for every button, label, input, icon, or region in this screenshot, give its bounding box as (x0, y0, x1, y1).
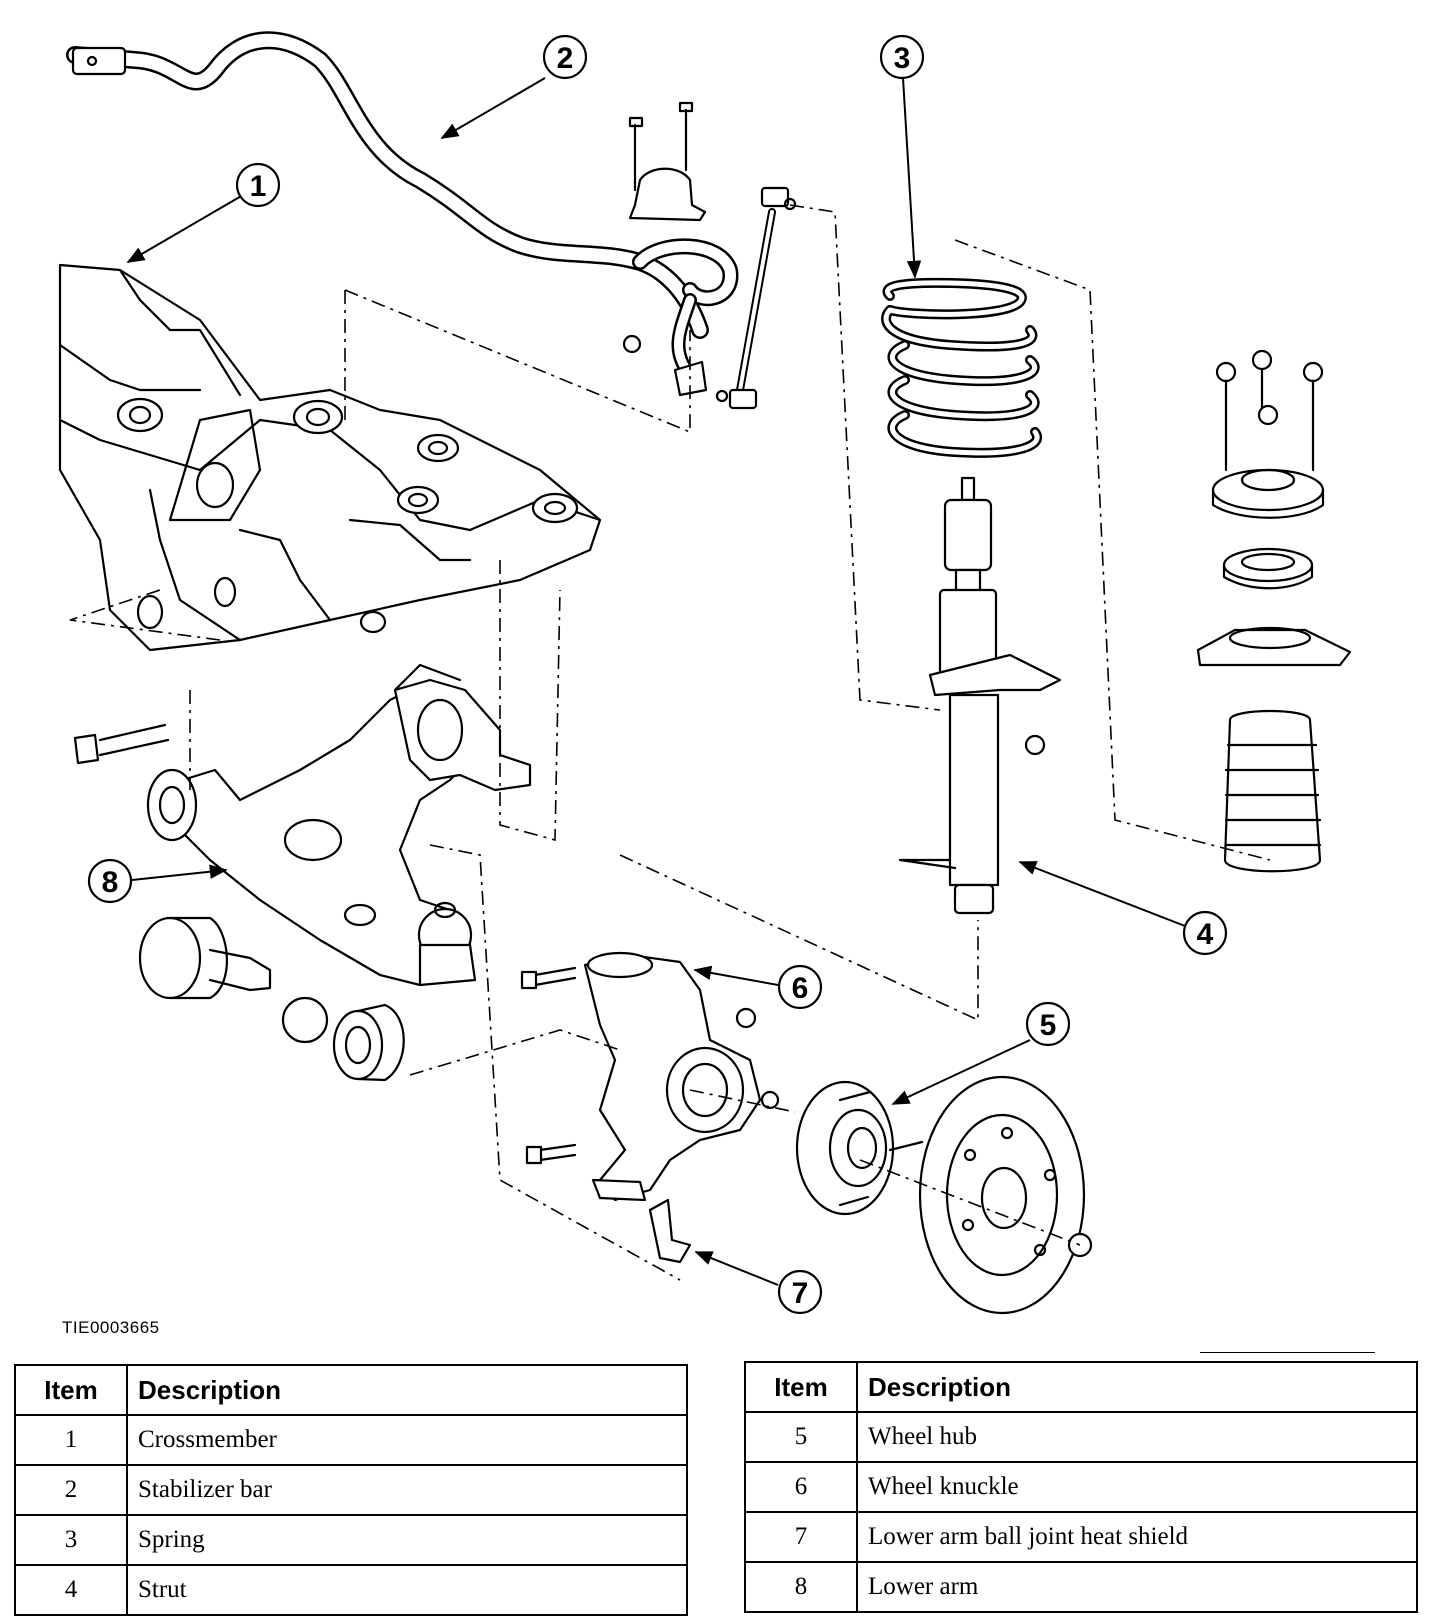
item-column-header: Item (744, 1361, 858, 1413)
callout-7: 7 (777, 1269, 823, 1315)
crossmember-drawing (58, 263, 602, 652)
item-number: 7 (744, 1511, 858, 1563)
item-number: 3 (14, 1514, 128, 1566)
strut-drawing (898, 476, 1062, 915)
item-number: 1 (14, 1414, 128, 1466)
item-column-header: Item (14, 1364, 128, 1416)
description-column-header: Description (126, 1364, 688, 1416)
callout-5: 5 (1025, 1001, 1071, 1047)
description-column-header: Description (856, 1361, 1418, 1413)
callout-2-label: 2 (557, 42, 574, 75)
brake-disc-drawing (918, 1075, 1093, 1315)
callout-leaders (126, 77, 1186, 1286)
callout-3-label: 3 (894, 42, 911, 75)
callout-8: 8 (87, 858, 133, 904)
table-row: 7 Lower arm ball joint heat shield (744, 1511, 1418, 1563)
item-number: 5 (744, 1411, 858, 1463)
callout-leader-7 (694, 1251, 779, 1286)
figure-id: TIE0003665 (62, 1318, 160, 1337)
table-header-row: Item Description (744, 1361, 1418, 1413)
item-number: 2 (14, 1464, 128, 1516)
callout-leader-3 (902, 77, 922, 279)
legend-table-left: Item Description 1 Crossmember 2 Stabili… (14, 1364, 688, 1616)
callout-3: 3 (879, 34, 925, 80)
callout-leader-8 (131, 864, 228, 881)
callout-leader-6 (693, 965, 779, 986)
callout-leader-2 (440, 77, 546, 139)
callout-1: 1 (235, 162, 281, 208)
callout-8-label: 8 (102, 866, 119, 899)
table-row: 1 Crossmember (14, 1414, 688, 1466)
callout-2: 2 (542, 34, 588, 80)
callout-6: 6 (777, 964, 823, 1010)
callout-leader-1 (126, 194, 244, 263)
item-description: Spring (126, 1514, 688, 1566)
item-description: Wheel knuckle (856, 1461, 1418, 1513)
item-description: Strut (126, 1564, 688, 1616)
item-description: Crossmember (126, 1414, 688, 1466)
table-row: 5 Wheel hub (744, 1411, 1418, 1463)
table-row: 2 Stabilizer bar (14, 1464, 688, 1516)
strut-mount-drawing (1196, 349, 1352, 873)
stabilizer-bar-drawing (66, 31, 739, 397)
callout-5-label: 5 (1040, 1009, 1057, 1042)
divider-rule (1200, 1352, 1375, 1353)
callout-4: 4 (1182, 910, 1228, 956)
callout-leader-4 (1018, 861, 1186, 927)
item-description: Wheel hub (856, 1411, 1418, 1463)
item-number: 4 (14, 1564, 128, 1616)
callout-7-label: 7 (792, 1277, 809, 1310)
table-row: 6 Wheel knuckle (744, 1461, 1418, 1513)
lower-arm-drawing (73, 663, 532, 987)
item-description: Stabilizer bar (126, 1464, 688, 1516)
stabilizer-link-drawing (715, 186, 797, 410)
table-row: 3 Spring (14, 1514, 688, 1566)
item-description: Lower arm ball joint heat shield (856, 1511, 1418, 1563)
callout-6-label: 6 (792, 972, 809, 1005)
item-number: 8 (744, 1561, 858, 1613)
wheel-hub-drawing (795, 1080, 924, 1216)
table-header-row: Item Description (14, 1364, 688, 1416)
legend-table-right: Item Description 5 Wheel hub 6 Wheel knu… (744, 1361, 1418, 1613)
item-description: Lower arm (856, 1561, 1418, 1613)
item-number: 6 (744, 1461, 858, 1513)
table-row: 4 Strut (14, 1564, 688, 1616)
callout-4-label: 4 (1197, 918, 1214, 951)
alignment-lines (69, 204, 1271, 1281)
drive-joint-drawing (138, 916, 405, 1082)
exploded-suspension-diagram: 1 2 3 4 5 6 7 8 (58, 31, 1352, 1315)
heat-shield-drawing (648, 1198, 692, 1264)
table-row: 8 Lower arm (744, 1561, 1418, 1613)
callout-1-label: 1 (250, 170, 267, 203)
callout-leader-5 (891, 1039, 1031, 1105)
wheel-knuckle-drawing (520, 951, 780, 1202)
spring-drawing (881, 277, 1042, 458)
